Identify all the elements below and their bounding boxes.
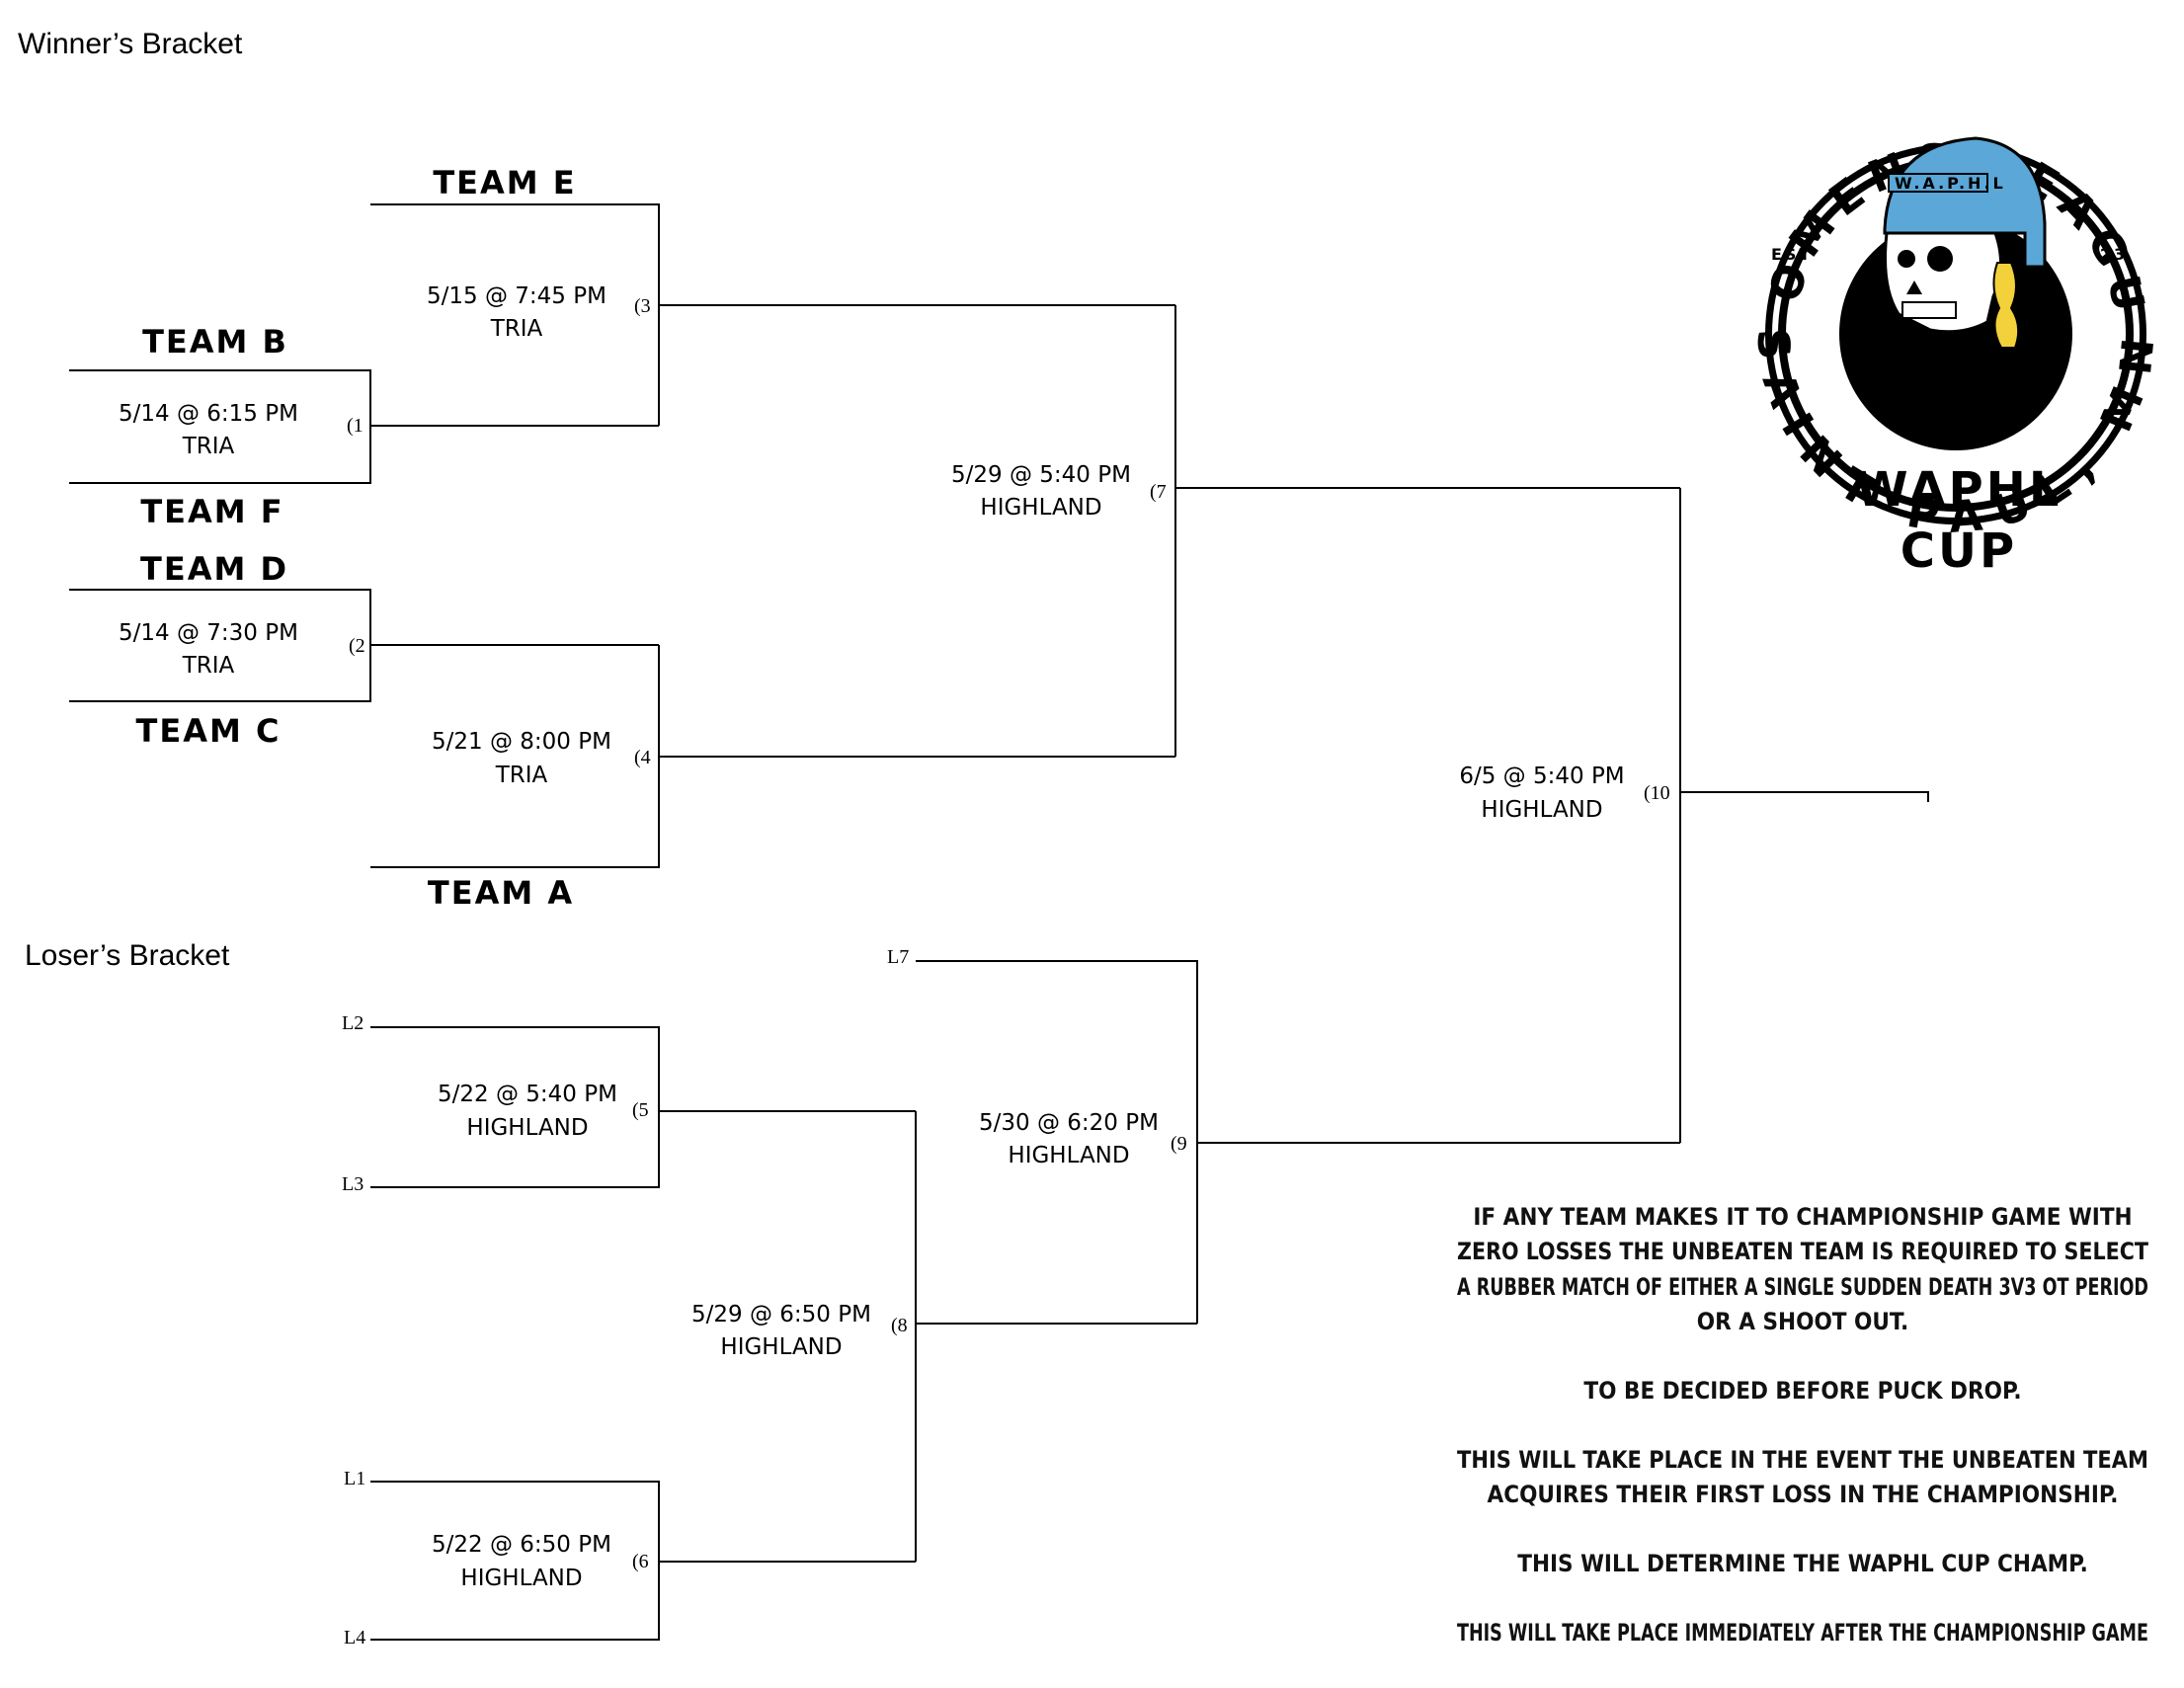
game-6-date-time: 5/22 @ 6:50 PM <box>432 1532 611 1558</box>
team-b-label: TEAM B <box>142 323 288 361</box>
game-10-info: 6/5 @ 5:40 PM HIGHLAND (10 <box>1459 764 1669 823</box>
game-4-bracket-line <box>370 645 660 868</box>
game-4-info: 5/21 @ 8:00 PM TRIA (4 <box>432 729 651 788</box>
game-5-bracket-line <box>370 1026 660 1188</box>
game-9-date-time: 5/30 @ 6:20 PM <box>979 1110 1159 1136</box>
game-10-venue: HIGHLAND <box>1481 797 1602 823</box>
game-10-number: (10 <box>1644 782 1670 804</box>
game-4-venue: TRIA <box>495 763 548 788</box>
logo-est-text: EST <box>1771 245 1813 264</box>
game-8-venue: HIGHLAND <box>720 1334 842 1360</box>
game-2-info: 5/14 @ 7:30 PM TRIA (2 <box>119 620 365 679</box>
helmet-band <box>1888 173 1988 193</box>
braid-icon <box>1992 262 2020 349</box>
note-line: THIS WILL DETERMINE THE WAPHL CUP CHAMP. <box>1517 1550 2088 1577</box>
team-d-label: TEAM D <box>140 550 288 588</box>
game-7-date-time: 5/29 @ 5:40 PM <box>951 462 1131 488</box>
championship-notes: IF ANY TEAM MAKES IT TO CHAMPIONSHIP GAM… <box>1457 1203 2148 1647</box>
game-8-info: 5/29 @ 6:50 PM HIGHLAND (8 <box>691 1302 908 1360</box>
game-8-date-time: 5/29 @ 6:50 PM <box>691 1302 871 1327</box>
game-7-number: (7 <box>1150 481 1167 503</box>
game-2-number: (2 <box>349 635 365 657</box>
team-a-label: TEAM A <box>428 874 574 912</box>
game-3-info: 5/15 @ 7:45 PM TRIA (3 <box>427 283 651 342</box>
game-5-info: 5/22 @ 5:40 PM HIGHLAND (5 <box>438 1082 649 1141</box>
skull-eye-icon <box>1927 246 1953 272</box>
game-7-venue: HIGHLAND <box>980 495 1101 521</box>
skull-nose-icon <box>1906 281 1922 294</box>
game-6-info: 5/22 @ 6:50 PM HIGHLAND (6 <box>432 1532 649 1591</box>
game-6-bracket-line <box>370 1481 660 1641</box>
winners-bracket-title: Winner’s Bracket <box>18 28 243 60</box>
game-8-number: (8 <box>891 1315 908 1336</box>
team-e-label: TEAM E <box>433 164 576 201</box>
skull-teeth-icon <box>1901 301 1957 319</box>
game-3-date-time: 5/15 @ 7:45 PM <box>427 283 607 309</box>
game-3-bracket-line <box>370 203 660 426</box>
note-line: A RUBBER MATCH OF EITHER A SINGLE SUDDEN… <box>1457 1273 2148 1301</box>
game-5-date-time: 5/22 @ 5:40 PM <box>438 1082 617 1107</box>
game-1-number: (1 <box>347 415 364 437</box>
helmet-text: W.A.P.H.L <box>1895 174 2006 193</box>
game-2-venue: TRIA <box>182 653 235 679</box>
note-line: OR A SHOOT OUT. <box>1697 1308 1908 1335</box>
game-9-bracket-line <box>916 960 1198 1324</box>
game-1-venue: TRIA <box>182 434 235 459</box>
losers-bracket-title: Loser’s Bracket <box>25 939 230 972</box>
game-10-output-line <box>1680 791 1929 802</box>
note-line: TO BE DECIDED BEFORE PUCK DROP. <box>1583 1377 2021 1405</box>
game-5-venue: HIGHLAND <box>466 1115 588 1141</box>
game-4-number: (4 <box>634 747 651 768</box>
note-line: IF ANY TEAM MAKES IT TO CHAMPIONSHIP GAM… <box>1473 1203 2132 1231</box>
slot-l7-label: L7 <box>887 946 909 968</box>
game-6-number: (6 <box>632 1551 649 1572</box>
cup-title-line-1: WAPHL <box>1856 462 2063 518</box>
game-9-number: (9 <box>1171 1133 1187 1155</box>
slot-l2-label: L2 <box>342 1012 364 1034</box>
skull-eye-left-icon <box>1898 250 1915 268</box>
game-2-date-time: 5/14 @ 7:30 PM <box>119 620 298 646</box>
game-3-number: (3 <box>634 295 651 317</box>
game-9-venue: HIGHLAND <box>1008 1143 1129 1168</box>
game-3-venue: TRIA <box>490 316 543 342</box>
slot-l1-label: L1 <box>344 1468 365 1489</box>
game-4-date-time: 5/21 @ 8:00 PM <box>432 729 611 755</box>
game-5-number: (5 <box>632 1099 649 1121</box>
team-c-label: TEAM C <box>136 712 282 750</box>
note-line: THIS WILL TAKE PLACE IMMEDIATELY AFTER T… <box>1457 1619 2148 1647</box>
note-line: ACQUIRES THEIR FIRST LOSS IN THE CHAMPIO… <box>1488 1481 2119 1508</box>
game-6-venue: HIGHLAND <box>460 1566 582 1591</box>
slot-l3-label: L3 <box>342 1173 364 1195</box>
team-f-label: TEAM F <box>140 493 283 530</box>
game-7-info: 5/29 @ 5:40 PM HIGHLAND (7 <box>951 462 1167 521</box>
cup-title-line-2: CUP <box>1901 523 2017 579</box>
game-10-date-time: 6/5 @ 5:40 PM <box>1459 764 1624 789</box>
note-line: THIS WILL TAKE PLACE IN THE EVENT THE UN… <box>1457 1446 2148 1474</box>
game-1-info: 5/14 @ 6:15 PM TRIA (1 <box>119 401 364 459</box>
game-9-info: 5/30 @ 6:20 PM HIGHLAND (9 <box>979 1110 1187 1168</box>
game-1-date-time: 5/14 @ 6:15 PM <box>119 401 298 427</box>
game-1-bracket-line <box>69 369 371 484</box>
note-line: ZERO LOSSES THE UNBEATEN TEAM IS REQUIRE… <box>1457 1238 2148 1265</box>
logo-year-text: '23 <box>2092 245 2128 264</box>
slot-l4-label: L4 <box>344 1627 365 1648</box>
